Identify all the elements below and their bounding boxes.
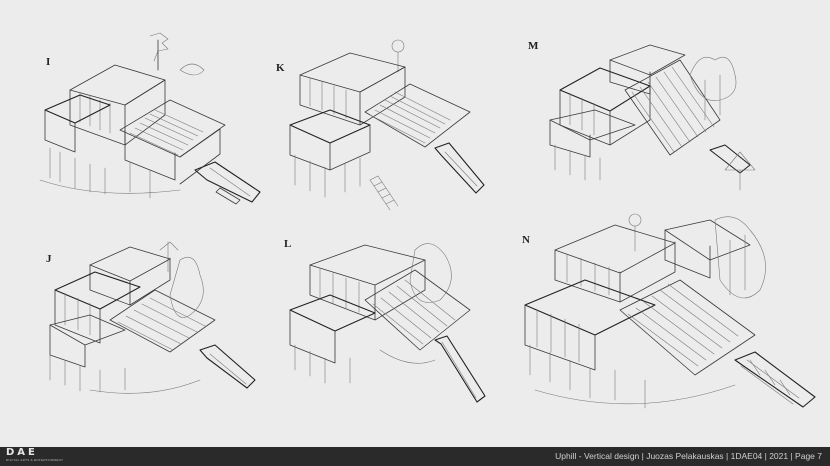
logo-subtitle: DIGITAL ARTS & ENTERTAINMENT (6, 458, 64, 462)
sketch-label-i: I (46, 56, 51, 68)
sketch-i-drawing (39, 32, 261, 205)
dae-logo: DAE DIGITAL ARTS & ENTERTAINMENT (6, 448, 66, 465)
sketch-k-drawing (289, 39, 485, 211)
sketch-n-drawing (524, 213, 816, 409)
sketch-label-m: M (528, 40, 539, 52)
sketch-j-drawing (49, 241, 256, 394)
sketch-label-k: K (276, 62, 285, 74)
sketch-label-j: J (46, 253, 52, 265)
sketch-label-l: L (284, 238, 292, 250)
footer-caption: Uphill - Vertical design | Juozas Pelaka… (555, 451, 822, 461)
sketch-m-drawing (549, 44, 756, 191)
sketch-l-drawing (289, 243, 486, 403)
logo-mark: DAE (6, 447, 38, 458)
footer-bar: DAE DIGITAL ARTS & ENTERTAINMENT Uphill … (0, 447, 830, 466)
sketch-label-n: N (522, 234, 530, 246)
concept-sheet: I K M J L N (39, 32, 816, 409)
